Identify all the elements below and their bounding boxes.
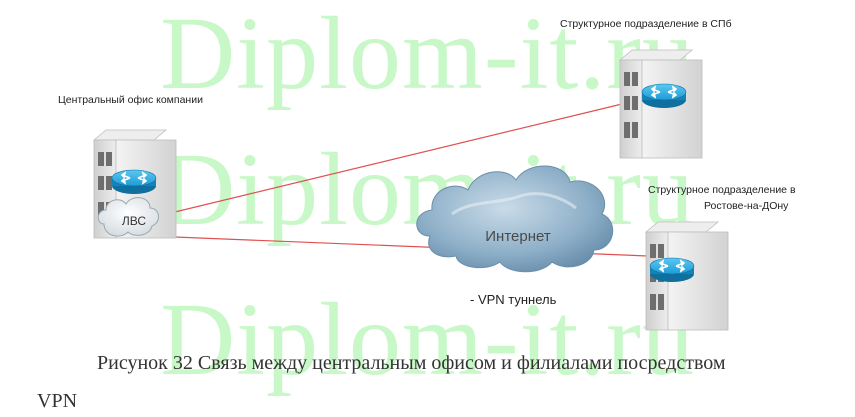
central-office-router-icon (111, 169, 157, 195)
figure-caption-line1: Рисунок 32 Связь между центральным офисо… (97, 352, 726, 374)
watermark-line-1: Diplom-it.ru (160, 0, 695, 111)
rostov-branch-label-line1: Структурное подразделение в (648, 184, 796, 196)
vpn-tunnel-line-spb (149, 103, 623, 219)
watermark-line-3: Diplom-it.ru (160, 282, 695, 397)
spb-router-icon (641, 83, 687, 109)
lan-label: ЛВС (122, 214, 146, 228)
rostov-branch-label-line2: Ростове-на-ДОну (704, 200, 789, 212)
lan-cloud-icon (97, 197, 159, 237)
vpn-legend-label: - VPN туннель (470, 292, 557, 307)
internet-label: Интернет (485, 228, 551, 245)
figure-caption-line2: VPN (37, 390, 78, 412)
internet-cloud-icon (416, 165, 614, 273)
central-office-label: Центральный офис компании (58, 94, 203, 106)
spb-branch-label: Структурное подразделение в СПб (560, 18, 732, 30)
rostov-router-icon (649, 257, 695, 283)
